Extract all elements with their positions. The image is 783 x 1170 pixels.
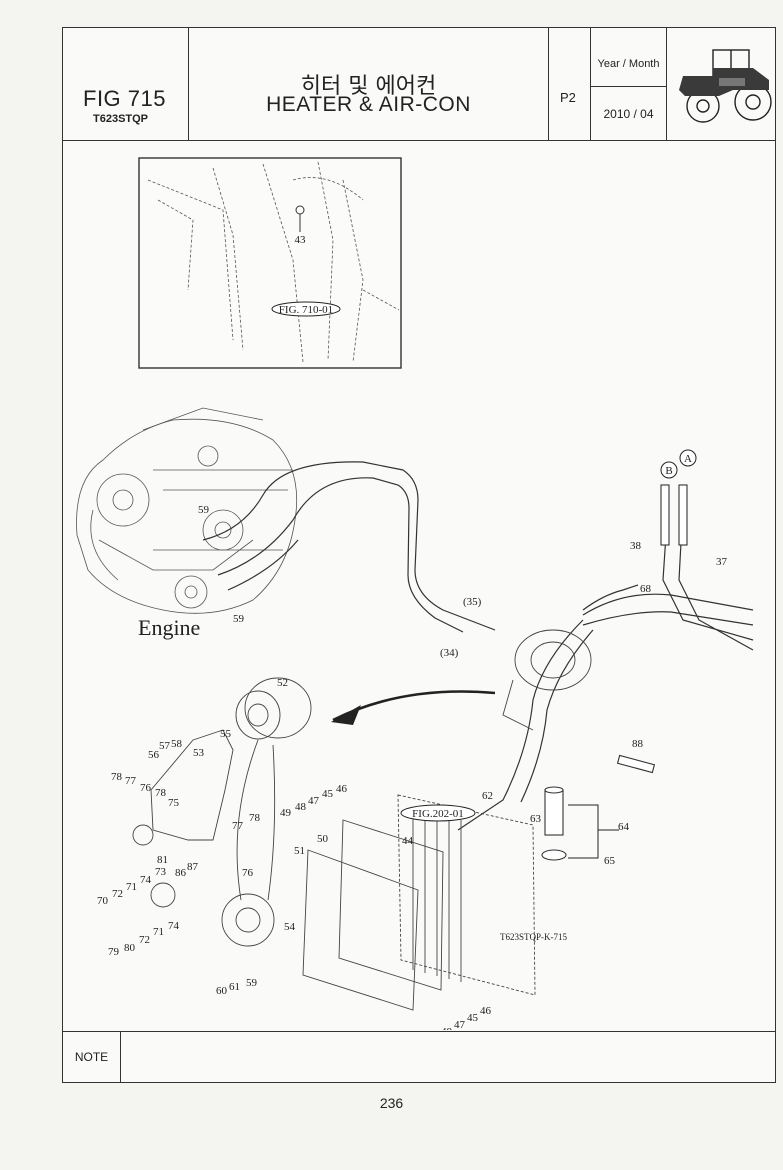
figure-number: FIG 715 <box>83 86 166 111</box>
inset-fig-ref-bubble <box>271 301 341 317</box>
engine-sketch <box>76 407 298 614</box>
part-label: 58 <box>171 738 183 750</box>
exploded-view-svg: FIG. 710-01 43 Engine <box>76 157 754 1030</box>
part-label: 74 <box>140 874 152 886</box>
part-label: 74 <box>168 920 180 932</box>
part-label: 86 <box>175 867 187 879</box>
part-label: 37 <box>716 556 728 568</box>
part-label: 77 <box>125 775 137 787</box>
part-label: 70 <box>97 895 109 907</box>
drawing-code: T623STQP-K-715 <box>500 932 567 942</box>
part-label: 59 <box>246 977 258 989</box>
part-label: 79 <box>108 946 120 958</box>
part-label: 56 <box>148 749 160 761</box>
date-divider <box>591 86 666 87</box>
fig-ref-bubble <box>400 804 476 822</box>
part-label: 45 <box>322 788 334 800</box>
part-label: 78 <box>111 771 123 783</box>
part-label: 62 <box>482 790 493 802</box>
date-cell: Year / Month 2010 / 04 <box>591 28 667 140</box>
catalog-page-frame: FIG 715 T623STQP 히터 및 에어컨 HEATER & AIR-C… <box>62 27 776 1083</box>
part-label: 55 <box>220 728 232 740</box>
part-label: 46 <box>336 783 348 795</box>
part-label: 52 <box>277 677 288 689</box>
bracket-and-pulleys <box>132 729 276 947</box>
page-number: 236 <box>379 1095 404 1111</box>
part-label: 77 <box>232 820 244 832</box>
page-code-cell: P2 <box>549 28 591 140</box>
part-label: 72 <box>139 934 150 946</box>
part-label: 59 <box>233 613 245 625</box>
note-label: NOTE <box>63 1032 121 1083</box>
part-labels: 59 59 (35) (34) 38 37 68 52 55 53 56 57 … <box>97 504 728 1030</box>
tractor-cell <box>667 28 775 140</box>
part-label: 47 <box>454 1019 466 1030</box>
part-label: 68 <box>640 583 652 595</box>
tractor-icon <box>679 49 772 123</box>
part-label: 78 <box>249 812 261 824</box>
part-label: 71 <box>153 926 164 938</box>
part-label: 46 <box>480 1005 492 1017</box>
title-english: HEATER & AIR-CON <box>266 93 471 116</box>
part-label: 72 <box>112 888 123 900</box>
receiver-drier <box>541 786 567 861</box>
part-label: 75 <box>168 797 180 809</box>
inset-fig-ref: FIG. 710-01 <box>279 304 333 316</box>
figure-id-cell: FIG 715 T623STQP <box>63 28 189 140</box>
part-label: 38 <box>630 540 642 552</box>
revision-date: 2010 / 04 <box>603 107 654 121</box>
part-label: (35) <box>463 596 482 608</box>
connector-b-label: B <box>665 465 672 477</box>
page-code: P2 <box>560 90 576 105</box>
inset-cab-frame-sketch <box>147 161 400 363</box>
part-label: 54 <box>284 921 296 933</box>
part-label: (34) <box>440 647 459 659</box>
inset-frame <box>138 157 402 369</box>
page-header: FIG 715 T623STQP 히터 및 에어컨 HEATER & AIR-C… <box>63 28 775 141</box>
part-label: 53 <box>193 747 205 759</box>
part-label: 45 <box>467 1012 479 1024</box>
connector-a-marker <box>679 449 697 467</box>
part-label: 49 <box>280 807 292 819</box>
part-label: 48 <box>441 1026 453 1030</box>
part-label: 65 <box>604 855 616 867</box>
model-code: T623STQP <box>93 113 149 125</box>
part-label-43: 43 <box>295 234 307 246</box>
condenser-sketch <box>302 794 536 1011</box>
part-label: 78 <box>155 787 167 799</box>
fig-ref-label: FIG.202-01 <box>412 808 464 820</box>
part-label: 76 <box>242 867 254 879</box>
part-label: 63 <box>530 813 542 825</box>
part-label: 87 <box>187 861 199 873</box>
part-label: 88 <box>632 738 644 750</box>
year-month-label: Year / Month <box>597 58 660 70</box>
part-label: 64 <box>618 821 630 833</box>
compressor-sketch <box>235 629 592 740</box>
ac-hoses <box>202 461 754 831</box>
title-cell: 히터 및 에어컨 HEATER & AIR-CON <box>189 28 549 140</box>
part-label: 51 <box>294 845 305 857</box>
part-label: 47 <box>308 795 320 807</box>
part-label: 48 <box>295 801 307 813</box>
engine-label: Engine <box>138 615 200 640</box>
part-label: 59 <box>198 504 210 516</box>
part-label: 44 <box>402 835 414 847</box>
part-label: 81 <box>157 854 168 866</box>
part-label: 76 <box>140 782 152 794</box>
parts-diagram: FIG. 710-01 43 Engine <box>63 140 775 1030</box>
connector-b-marker <box>660 461 678 479</box>
part-label: 57 <box>159 740 171 752</box>
title-korean: 히터 및 에어컨 <box>300 74 437 99</box>
connector-a-label: A <box>684 453 692 465</box>
note-row: NOTE <box>63 1031 775 1083</box>
part-label: 71 <box>126 881 137 893</box>
part-label: 50 <box>317 833 329 845</box>
part-label: 73 <box>155 866 167 878</box>
part-label: 80 <box>124 942 136 954</box>
part-label: 61 <box>229 981 240 993</box>
part-label: 60 <box>216 985 228 997</box>
